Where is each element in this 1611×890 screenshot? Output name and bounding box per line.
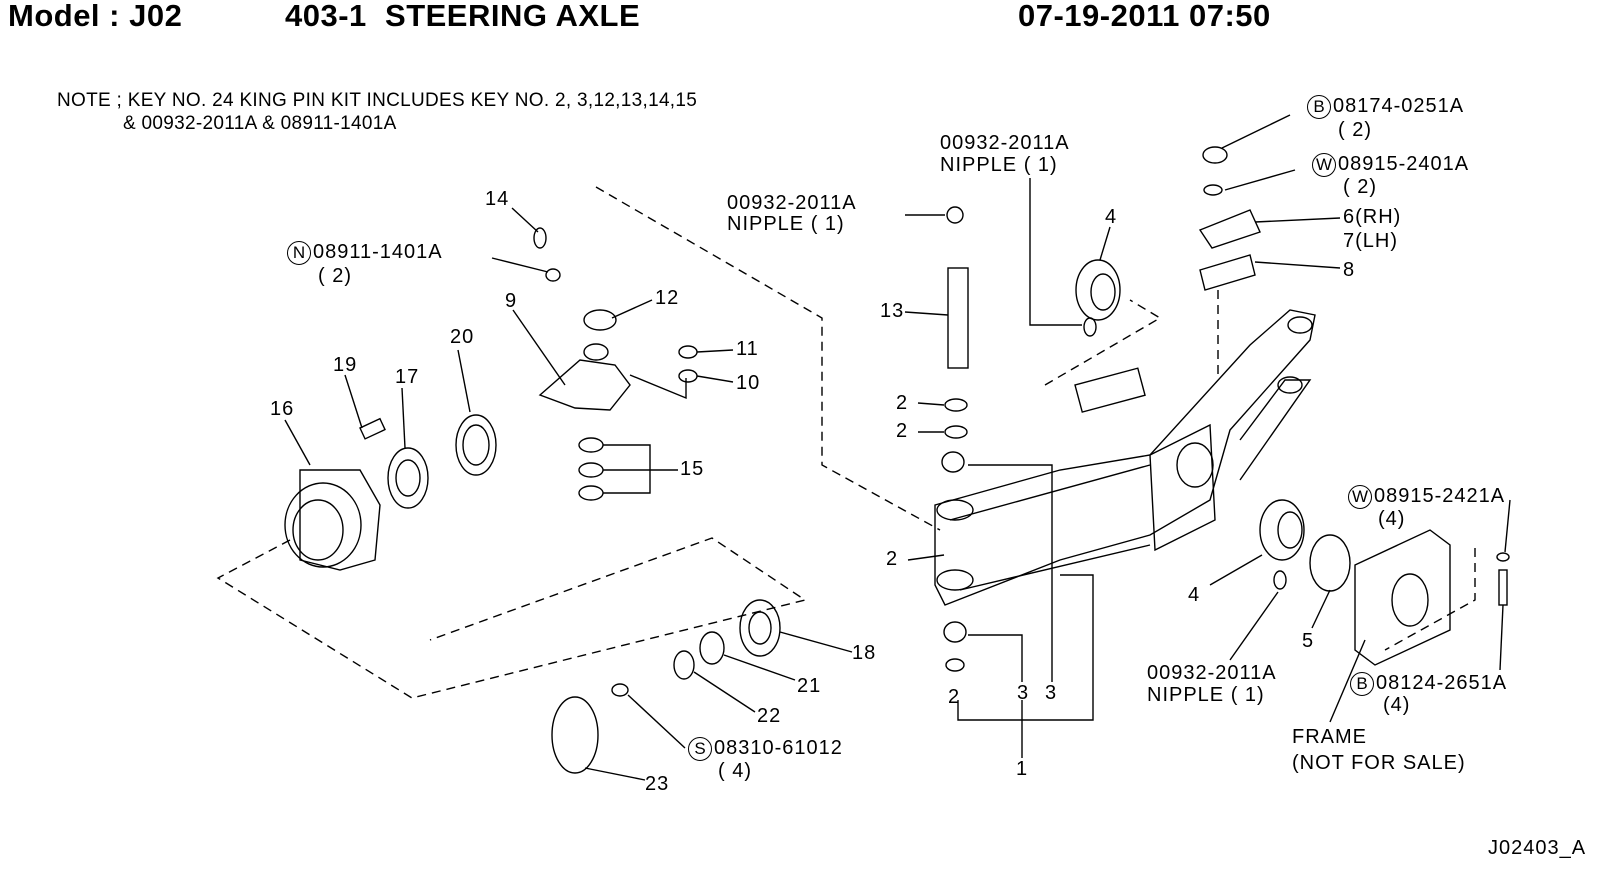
- axle-beam: [934, 309, 1316, 606]
- callout-2-b: 2: [896, 420, 909, 442]
- part-number: 08915-2421A: [1374, 485, 1506, 507]
- nipple-a-name: NIPPLE ( 1): [727, 213, 845, 235]
- callout-18: 18: [852, 642, 877, 664]
- callout-16: 16: [270, 398, 295, 420]
- callout-4-top: 4: [1105, 206, 1118, 228]
- callout-7: 7(LH): [1343, 230, 1399, 252]
- note-line-1: NOTE ; KEY NO. 24 KING PIN KIT INCLUDES …: [57, 90, 698, 111]
- part-number: 08124-2651A: [1376, 672, 1508, 694]
- section-title: 403-1 STEERING AXLE: [285, 0, 641, 33]
- nipple-b-part: 00932-2011A: [940, 132, 1070, 154]
- nipple-c-part: 00932-2011A: [1147, 662, 1277, 684]
- callout-2-c: 2: [886, 548, 899, 570]
- frame-note: (NOT FOR SALE): [1292, 752, 1466, 774]
- callout-5: 5: [1302, 630, 1315, 652]
- callout-10: 10: [736, 372, 761, 394]
- part-number: 08915-2401A: [1338, 153, 1470, 175]
- qty-08174: ( 2): [1338, 119, 1372, 141]
- bolt-symbol: B: [1307, 95, 1331, 119]
- callout-4-bottom: 4: [1188, 584, 1201, 606]
- note-line-2: & 00932-2011A & 08911-1401A: [123, 113, 397, 134]
- qty-08915-2421: (4): [1378, 508, 1406, 530]
- callout-3-b: 3: [1045, 682, 1058, 704]
- model-title: Model : J02: [8, 0, 183, 33]
- callout-1: 1: [1016, 758, 1029, 780]
- nipple-c-name: NIPPLE ( 1): [1147, 684, 1265, 706]
- part-number: 08174-0251A: [1333, 95, 1465, 117]
- leader-lines: [284, 114, 1511, 781]
- callout-2-d: 2: [948, 686, 961, 708]
- callout-21: 21: [797, 675, 822, 697]
- callout-17: 17: [395, 366, 420, 388]
- washer-symbol: W: [1348, 485, 1372, 509]
- nipple-b-name: NIPPLE ( 1): [940, 154, 1058, 176]
- qty-08911: ( 2): [318, 265, 352, 287]
- washer-symbol: W: [1312, 153, 1336, 177]
- callout-11: 11: [736, 338, 759, 360]
- callout-15: 15: [680, 458, 705, 480]
- callout-2-a: 2: [896, 392, 909, 414]
- callout-12: 12: [655, 287, 680, 309]
- callout-13: 13: [880, 300, 905, 322]
- callout-22: 22: [757, 705, 782, 727]
- callout-20: 20: [450, 326, 475, 348]
- qty-08124: (4): [1383, 694, 1411, 716]
- nut-symbol: N: [287, 241, 311, 265]
- qty-08915-2401: ( 2): [1343, 176, 1377, 198]
- date-time: 07-19-2011 07:50: [1018, 0, 1271, 33]
- callout-23: 23: [645, 773, 670, 795]
- callout-6: 6(RH): [1343, 206, 1402, 228]
- part-shapes: [284, 146, 1510, 774]
- screw-symbol: S: [688, 737, 712, 761]
- nipple-a-part: 00932-2011A: [727, 192, 857, 214]
- callout-14: 14: [485, 188, 510, 210]
- callout-3-a: 3: [1017, 682, 1030, 704]
- assembly-dashed-lines: [216, 186, 1476, 699]
- part-number: 08310-61012: [714, 737, 843, 759]
- bolt-symbol: B: [1350, 672, 1374, 696]
- drawing-id: J02403_A: [1488, 837, 1587, 859]
- frame-label: FRAME: [1292, 726, 1367, 748]
- callout-19: 19: [333, 354, 358, 376]
- qty-08310: ( 4): [718, 760, 752, 782]
- callout-8: 8: [1343, 259, 1356, 281]
- part-number: 08911-1401A: [313, 241, 443, 263]
- callout-9: 9: [505, 290, 518, 312]
